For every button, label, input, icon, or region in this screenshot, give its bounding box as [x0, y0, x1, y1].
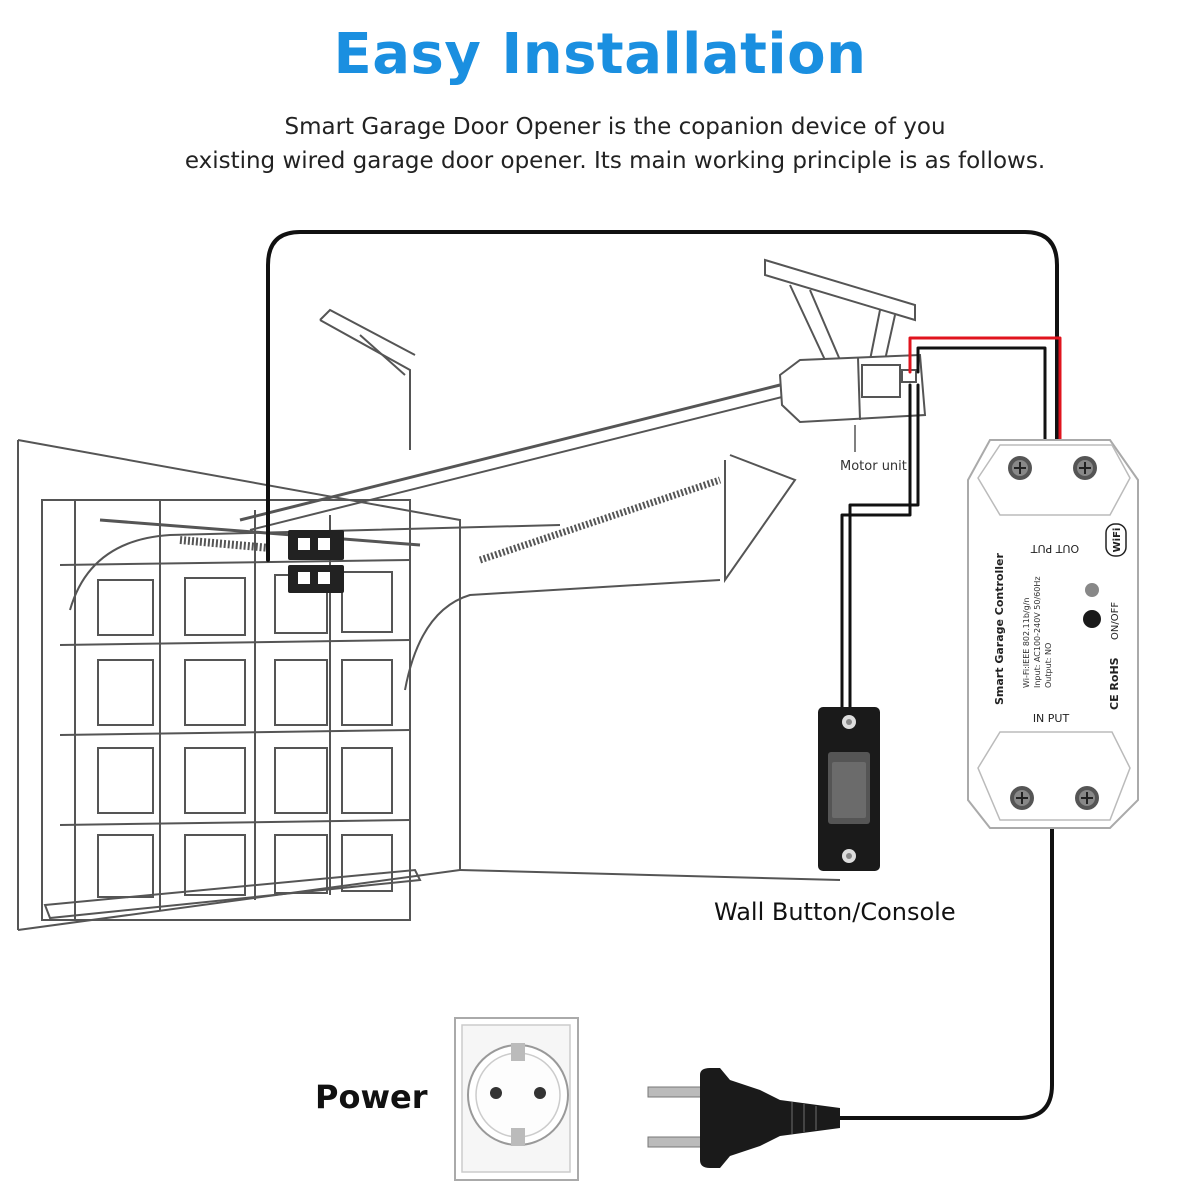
description: Smart Garage Door Opener is the copanion… — [100, 110, 1130, 178]
wiring — [266, 230, 1062, 1120]
door-sensor — [288, 530, 344, 593]
input-port-label: IN PUT — [1033, 712, 1070, 725]
output-port-label: OUT PUT — [1031, 542, 1080, 555]
description-line-2: existing wired garage door opener. Its m… — [184, 148, 1046, 174]
power-plug-icon — [647, 1068, 840, 1168]
controller-spec-input: Input: AC100-240V 50/60Hz — [1033, 576, 1042, 688]
power-outlet-icon — [454, 1017, 579, 1181]
wifi-badge-icon: WiFi — [1105, 523, 1127, 557]
wall-button-console — [818, 707, 880, 871]
wifi-badge-text: WiFi — [1112, 528, 1123, 553]
status-led-icon — [1085, 583, 1099, 597]
power-button-icon — [1083, 610, 1101, 628]
controller-spec-wifi: Wi-Fi:IEEE 802.11b/g/n — [1022, 598, 1031, 688]
description-line-1: Smart Garage Door Opener is the copanion… — [284, 114, 946, 140]
power-button-label: ON/OFF — [1110, 602, 1121, 640]
certification-label: CE RoHS — [1108, 657, 1121, 710]
wall-button-label: Wall Button/Console — [714, 898, 956, 926]
page-title: Easy Installation — [333, 22, 867, 87]
garage-illustration — [17, 258, 927, 931]
controller-name: Smart Garage Controller — [993, 553, 1006, 705]
power-label: Power — [315, 1078, 428, 1116]
controller-spec-output: Output: NO — [1044, 643, 1053, 688]
smart-garage-controller: OUT PUT IN PUT Smart Garage Controller W… — [967, 439, 1139, 829]
motor-unit-label: Motor unit — [840, 459, 907, 474]
